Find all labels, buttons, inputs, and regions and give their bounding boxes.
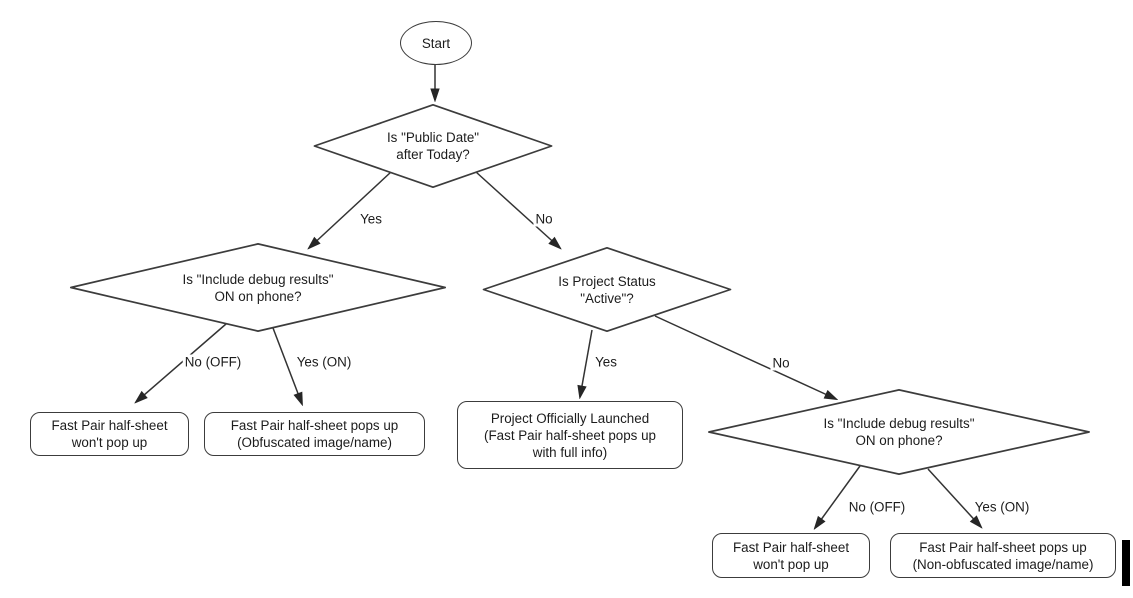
result-no-popup-left-line2: won't pop up (71, 435, 148, 450)
edge-public-date-no (475, 171, 560, 248)
result-launched-line2: (Fast Pair half-sheet pops up (484, 427, 656, 443)
result-no-popup-right-line1: Fast Pair half-sheet (732, 539, 850, 555)
edge-project-status-yes (580, 329, 593, 397)
result-no-popup-left-line1: Fast Pair half-sheet (51, 418, 168, 433)
diamond-shape (481, 247, 733, 332)
result-launched-line1: Project Officially Launched (490, 410, 650, 426)
edge-label-yes-mid: Yes (593, 354, 619, 370)
edge-label-no-top: No (533, 211, 555, 227)
edge-label-yes-top: Yes (358, 211, 384, 227)
diamond-shape (67, 243, 449, 332)
result-no-popup-right-line2: won't pop up (753, 556, 829, 572)
diamond-shape (705, 389, 1093, 475)
diamond-shape (312, 104, 554, 188)
decision-public-date-line2: after Today? (396, 147, 470, 162)
decision-debug-left-line1: Is "Include debug results" (182, 271, 334, 287)
edge-label-yes-on-right: Yes (ON) (972, 499, 1032, 515)
result-launched: Project Officially Launched (Fast Pair h… (457, 401, 683, 469)
edge-debug-left-yes-on (272, 327, 302, 404)
edge-debug-right-no-off (815, 465, 861, 528)
decision-project-status: Is Project Status "Active"? (481, 247, 733, 332)
decision-project-status-line2: "Active"? (580, 290, 634, 306)
decision-public-date-line1: Is "Public Date" (386, 130, 480, 145)
node-start: Start (400, 21, 472, 65)
edge-debug-right-yes-on (927, 468, 981, 527)
text-cursor (1122, 540, 1130, 586)
decision-public-date: Is "Public Date" after Today? (312, 104, 554, 188)
result-no-popup-right: Fast Pair half-sheet won't pop up (712, 533, 870, 578)
decision-debug-right-line2: ON on phone? (855, 433, 943, 448)
decision-project-status-line1: Is Project Status (558, 273, 656, 289)
edge-public-date-yes (309, 171, 392, 248)
result-obfuscated-line1: Fast Pair half-sheet pops up (230, 418, 399, 433)
result-non-obfuscated-line1: Fast Pair half-sheet pops up (919, 539, 1087, 555)
result-obfuscated: Fast Pair half-sheet pops up (Obfuscated… (204, 412, 425, 456)
result-non-obfuscated-line2: (Non-obfuscated image/name) (912, 556, 1094, 572)
edge-label-yes-on-left: Yes (ON) (294, 354, 354, 370)
result-obfuscated-line2: (Obfuscated image/name) (237, 435, 392, 450)
edge-label-no-off-right: No (OFF) (846, 499, 908, 515)
result-launched-line3: with full info) (532, 444, 608, 460)
edge-debug-left-no-off (136, 323, 227, 402)
decision-debug-left: Is "Include debug results" ON on phone? (67, 243, 449, 332)
result-no-popup-left: Fast Pair half-sheet won't pop up (30, 412, 189, 456)
edge-project-status-no (654, 315, 836, 399)
result-non-obfuscated: Fast Pair half-sheet pops up (Non-obfusc… (890, 533, 1116, 578)
decision-debug-left-line2: ON on phone? (214, 288, 302, 304)
edge-label-no-mid: No (770, 355, 792, 371)
decision-debug-right-line1: Is "Include debug results" (823, 416, 975, 431)
decision-debug-right: Is "Include debug results" ON on phone? (705, 389, 1093, 475)
node-start-label: Start (421, 35, 451, 51)
edge-label-no-off-left: No (OFF) (182, 354, 244, 370)
